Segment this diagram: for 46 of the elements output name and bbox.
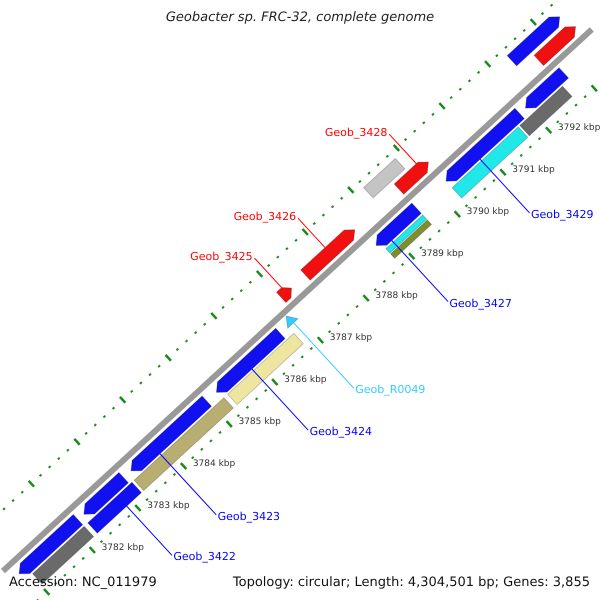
gene-block [534, 26, 576, 66]
gene-label: Geob_3426 [234, 211, 296, 222]
gene-block [216, 328, 286, 393]
gene-block [363, 158, 406, 198]
leader-line [391, 240, 449, 302]
scale-label: 3787 kbp [330, 334, 372, 343]
gene-triangle [286, 315, 299, 329]
scale-label: 3788 kbp [375, 292, 418, 301]
gene-block [83, 472, 129, 515]
scale-label: 3782 kbp [102, 544, 144, 553]
gene-block [300, 229, 356, 281]
leader-line [160, 453, 217, 516]
leader-line [297, 218, 326, 248]
scale-label: 3785 kbp [238, 418, 281, 427]
gene-label: Geob_3422 [173, 551, 236, 562]
leader-line [252, 368, 309, 431]
scale-label: 3789 kbp [421, 250, 464, 259]
leader-line [388, 134, 417, 164]
gene-block [394, 162, 429, 195]
gene-label: Geob_3425 [190, 251, 253, 262]
scale-label: 3786 kbp [284, 376, 326, 385]
gene-label: Geob_3429 [530, 208, 594, 220]
gene-label: Geob_3427 [449, 298, 512, 309]
leader-line [293, 322, 354, 389]
leader-line [126, 506, 173, 556]
footer-text: Topology: circular; Length: 4,304,501 bp; Genes: 3,855 [232, 576, 590, 589]
scale-label: 3784 kbp [192, 460, 236, 469]
gene-block [525, 67, 570, 109]
scale-label: 3791 kbp [512, 166, 555, 175]
gene-block [134, 397, 234, 492]
gene-block [276, 287, 292, 304]
scale-label: 3792 kbp [558, 124, 600, 133]
gene-label: Geob_3424 [310, 426, 372, 438]
footer-text: Accession: NC_011979 [9, 576, 157, 589]
gene-label: Geob_R0049 [355, 384, 426, 396]
leader-line [480, 158, 530, 214]
gene-block [87, 482, 142, 534]
scale-label: 3783 kbp [147, 502, 190, 511]
title: Geobacter sp. FRC-32, complete genome [164, 11, 436, 24]
gene-block [376, 202, 422, 246]
gene-label: Geob_3423 [218, 510, 280, 522]
gene-block [18, 514, 84, 574]
scale-label: 3790 kbp [466, 208, 510, 217]
gene-block [506, 16, 560, 66]
leader-line [254, 258, 282, 288]
gene-label: Geob_3428 [324, 127, 388, 138]
